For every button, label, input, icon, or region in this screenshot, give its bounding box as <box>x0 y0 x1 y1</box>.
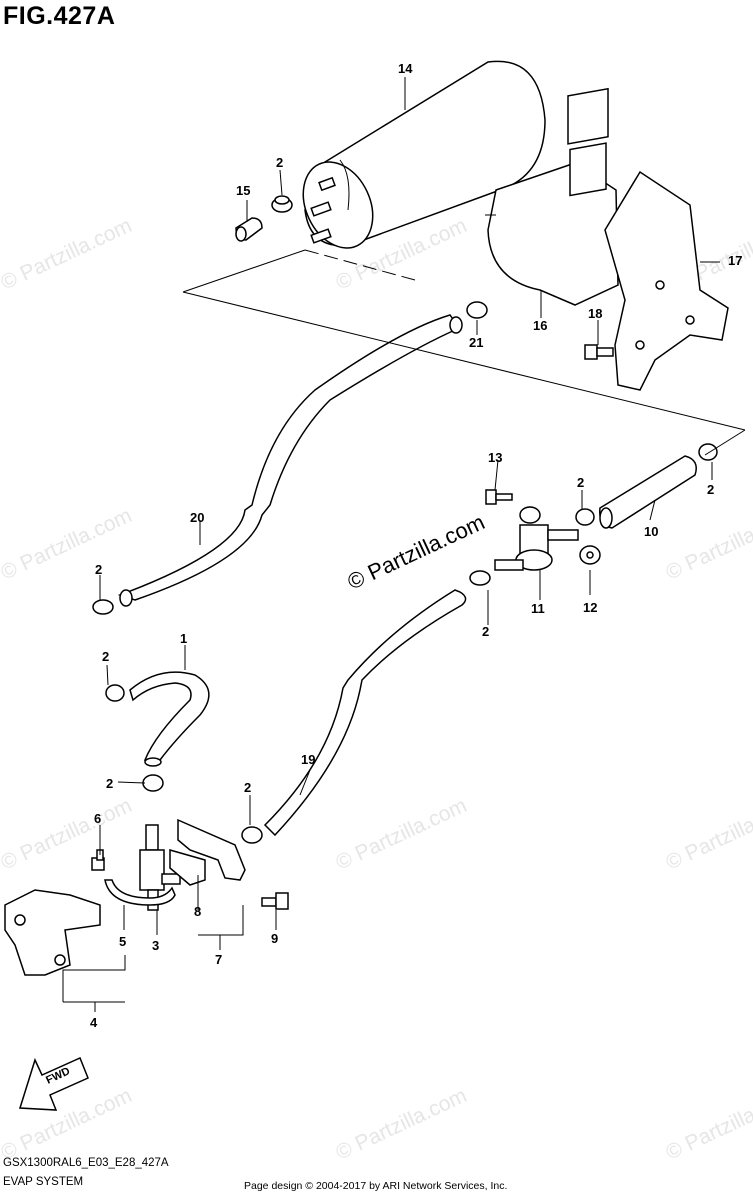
callout-10: 10 <box>644 524 658 539</box>
hose-part-19[interactable] <box>263 589 467 837</box>
callout-3: 3 <box>152 938 159 953</box>
bracket-part[interactable] <box>604 170 729 391</box>
hose-part-10[interactable] <box>599 455 697 529</box>
clip-part[interactable] <box>92 599 114 615</box>
holder-part[interactable] <box>169 818 246 886</box>
clip-part[interactable] <box>469 570 491 586</box>
canister-part[interactable] <box>290 60 546 259</box>
callout-14: 14 <box>398 61 413 76</box>
clip-part[interactable] <box>466 301 488 319</box>
watermark: © Partzilla.com <box>0 504 135 585</box>
callout-2: 2 <box>577 475 584 490</box>
partzilla-watermark: © Partzilla.com <box>344 509 489 594</box>
figure-caption: EVAP SYSTEM <box>3 1176 84 1188</box>
watermark: © Partzilla.com <box>332 794 470 875</box>
clip-part[interactable] <box>241 826 263 844</box>
callout-1: 1 <box>180 631 187 646</box>
callout-4: 4 <box>90 1015 98 1030</box>
fwd-arrow-icon: FWD <box>18 1056 89 1111</box>
callout-15: 15 <box>236 183 250 198</box>
watermark: © Partzilla.com <box>662 1084 753 1165</box>
callout-12: 12 <box>583 600 597 615</box>
callout-5: 5 <box>119 934 126 949</box>
callout-8: 8 <box>194 904 201 919</box>
hose-part-1[interactable] <box>129 671 210 767</box>
clamp-part[interactable] <box>104 879 176 906</box>
callout-17: 17 <box>728 253 742 268</box>
clip-part[interactable] <box>271 195 293 213</box>
leader-lines <box>62 77 746 1012</box>
figure-title: FIG.427A <box>3 2 116 30</box>
hose-part-20[interactable] <box>117 314 463 607</box>
clip-part[interactable] <box>698 443 718 461</box>
callout-2: 2 <box>482 624 489 639</box>
screw-part[interactable] <box>485 489 513 505</box>
model-code: GSX1300RAL6_E03_E28_427A <box>3 1157 169 1169</box>
bolt-part[interactable] <box>261 892 289 910</box>
canister-holder-part[interactable] <box>485 87 619 306</box>
watermark: © Partzilla.com <box>662 504 753 585</box>
watermark: © Partzilla.com <box>0 1084 135 1165</box>
callout-18: 18 <box>588 306 602 321</box>
callout-7: 7 <box>215 952 222 967</box>
callout-11: 11 <box>531 601 545 616</box>
callout-20: 20 <box>190 510 204 525</box>
clip-part[interactable] <box>575 508 595 526</box>
callout-9: 9 <box>271 931 278 946</box>
callout-19: 19 <box>301 752 315 767</box>
joint-part[interactable] <box>139 824 181 911</box>
callout-6: 6 <box>94 811 101 826</box>
washer-part[interactable] <box>579 545 601 565</box>
callout-2: 2 <box>106 776 113 791</box>
bolt-part[interactable] <box>584 344 614 360</box>
callout-labels: 14 2 15 17 18 16 21 13 2 2 10 20 2 11 12… <box>90 61 742 1030</box>
callout-2: 2 <box>276 155 283 170</box>
clip-part[interactable] <box>142 774 164 792</box>
copyright-text: Page design © 2004-2017 by ARI Network S… <box>244 1180 508 1192</box>
watermark: © Partzilla.com <box>332 1084 470 1165</box>
watermark: © Partzilla.com <box>662 794 753 875</box>
callout-16: 16 <box>533 318 547 333</box>
callout-21: 21 <box>469 335 483 350</box>
purge-valve-part[interactable] <box>494 506 579 571</box>
cap-part[interactable] <box>235 217 263 242</box>
callout-2: 2 <box>95 562 102 577</box>
watermark: © Partzilla.com <box>0 794 135 875</box>
bolt-part[interactable] <box>91 849 105 871</box>
watermark: © Partzilla.com <box>0 214 135 295</box>
callout-13: 13 <box>488 450 502 465</box>
callout-2: 2 <box>707 482 714 497</box>
callout-2: 2 <box>244 780 251 795</box>
callout-2: 2 <box>102 649 109 664</box>
clip-part[interactable] <box>105 684 125 702</box>
bracket-part-4[interactable] <box>4 889 101 976</box>
